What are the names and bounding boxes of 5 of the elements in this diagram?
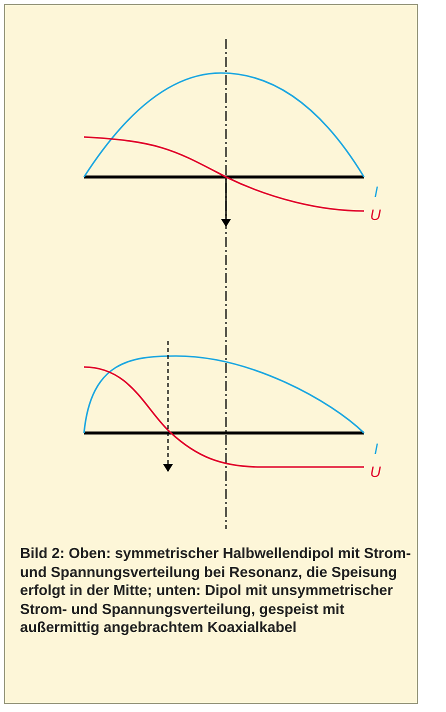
curve-label: U: [370, 465, 381, 481]
curve-label: U: [370, 208, 381, 224]
caption: Bild 2: Oben: symmetrischer Halbwellendipol mit Strom- und Spannungsverteilung bei Resonanz, die Speisung erfolgt in der Mitte; unten: Dipol mit unsymmetrischer Strom- und Spannungsverteilung, gespeist mit außermittig angebrachtem Koaxialkabel: [20, 545, 412, 638]
curve-label: I: [374, 442, 378, 458]
curve-label: I: [374, 185, 378, 201]
